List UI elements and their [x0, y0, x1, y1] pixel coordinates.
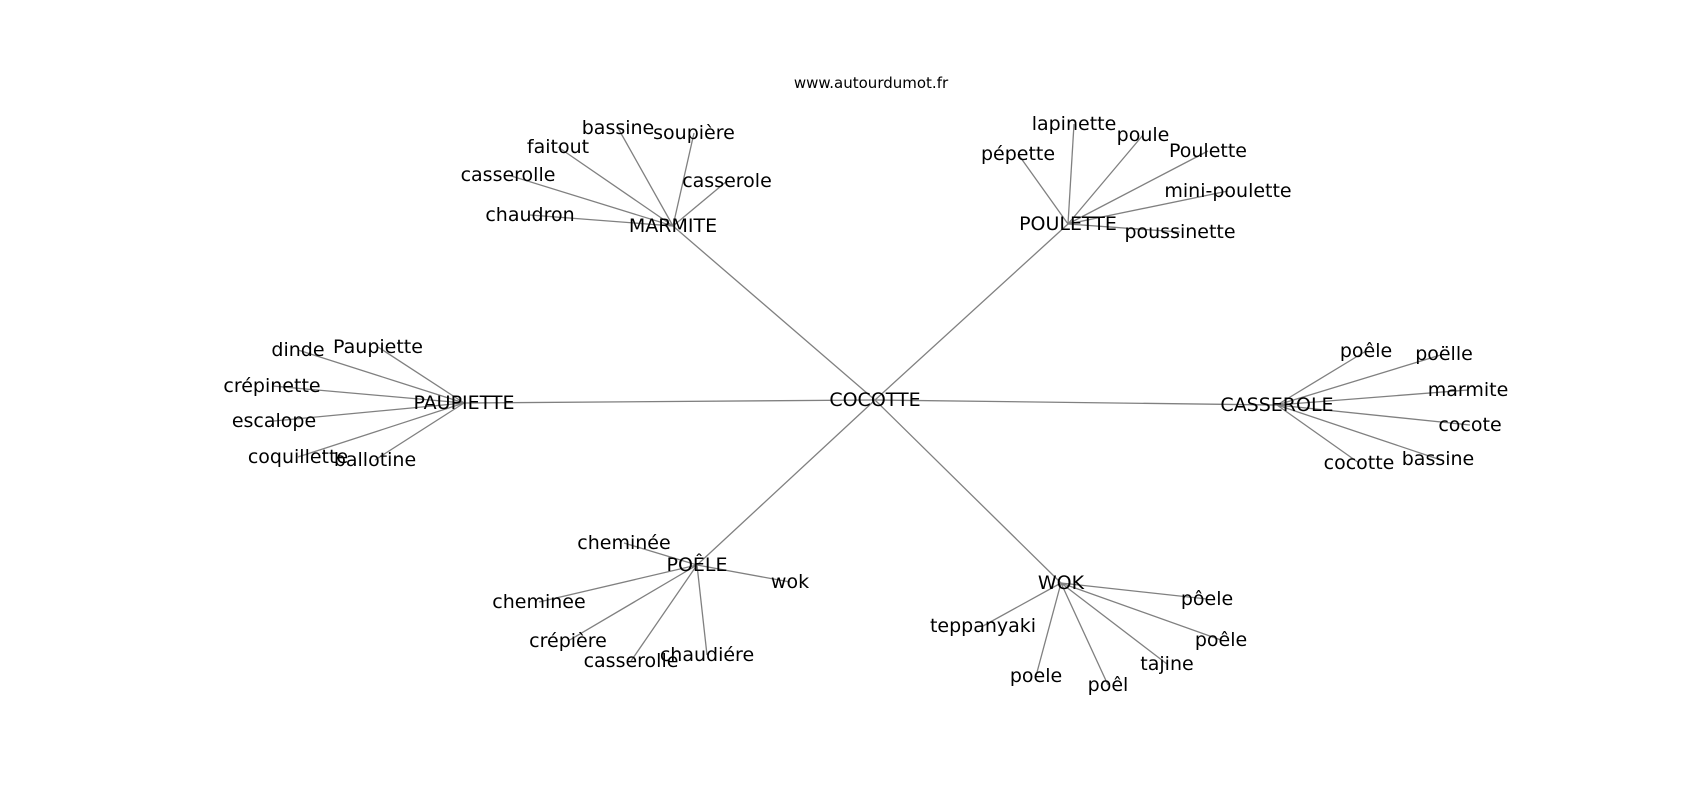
- edge-poele-leaf-3: [567, 564, 698, 642]
- edge-center-marmite: [672, 225, 876, 401]
- node-leaf-casserole-0[interactable]: poêle: [1340, 340, 1392, 362]
- node-leaf-marmite-0[interactable]: bassine: [582, 117, 655, 139]
- node-leaf-wok-1[interactable]: teppanyaki: [930, 615, 1036, 637]
- node-leaf-casserole-5[interactable]: cocotte: [1324, 452, 1395, 474]
- edge-paupiette-leaf-2: [271, 385, 465, 404]
- node-hub-paupiette[interactable]: PAUPIETTE: [413, 392, 514, 414]
- node-leaf-poele-3[interactable]: crépière: [529, 630, 607, 652]
- node-leaf-poele-5[interactable]: chaudiére: [660, 644, 754, 666]
- node-hub-wok[interactable]: WOK: [1038, 572, 1085, 594]
- edge-marmite-leaf-2: [557, 146, 674, 227]
- node-leaf-poele-1[interactable]: wok: [771, 571, 809, 593]
- node-hub-casserole[interactable]: CASSEROLE: [1220, 394, 1333, 416]
- edge-wok-leaf-0: [1060, 582, 1208, 600]
- edge-center-poele: [696, 399, 876, 566]
- edge-poele-leaf-5: [696, 564, 708, 656]
- node-leaf-casserole-2[interactable]: marmite: [1428, 379, 1509, 401]
- node-leaf-marmite-4[interactable]: casserole: [682, 170, 772, 192]
- node-leaf-marmite-3[interactable]: casserolle: [461, 164, 556, 186]
- edge-poulette-leaf-1: [1067, 134, 1144, 225]
- edge-marmite-leaf-0: [617, 127, 674, 227]
- node-leaf-wok-3[interactable]: tajine: [1140, 653, 1193, 675]
- node-leaf-casserole-1[interactable]: poëlle: [1415, 343, 1473, 365]
- edge-poele-leaf-2: [538, 564, 698, 603]
- edge-paupiette-leaf-0: [297, 349, 465, 404]
- node-leaf-poele-0[interactable]: cheminée: [577, 532, 670, 554]
- node-leaf-paupiette-4[interactable]: coquillette: [248, 446, 348, 468]
- edge-marmite-leaf-1: [672, 132, 695, 227]
- site-watermark: www.autourdumot.fr: [794, 74, 949, 92]
- node-leaf-poulette-2[interactable]: pépette: [981, 143, 1055, 165]
- node-leaf-wok-5[interactable]: poêl: [1088, 674, 1129, 696]
- node-hub-marmite[interactable]: MARMITE: [629, 215, 717, 237]
- edge-marmite-leaf-5: [529, 214, 674, 227]
- node-leaf-wok-0[interactable]: pôele: [1181, 588, 1233, 610]
- edge-paupiette-leaf-1: [377, 346, 465, 404]
- node-leaf-poele-2[interactable]: cheminee: [492, 591, 585, 613]
- node-leaf-poulette-0[interactable]: lapinette: [1032, 113, 1117, 135]
- edge-wok-leaf-3: [1060, 582, 1168, 665]
- node-leaf-poele-4[interactable]: casserolle: [584, 650, 679, 672]
- edge-casserole-leaf-0: [1276, 350, 1367, 406]
- edge-wok-leaf-2: [1060, 582, 1222, 641]
- node-leaf-paupiette-5[interactable]: ballotine: [334, 449, 416, 471]
- edge-poulette-leaf-0: [1067, 123, 1075, 225]
- edge-wok-leaf-4: [1035, 582, 1062, 677]
- edge-center-wok: [874, 399, 1062, 584]
- edge-poele-leaf-4: [630, 564, 698, 662]
- edge-casserole-leaf-3: [1276, 404, 1471, 426]
- edge-marmite-leaf-4: [672, 180, 728, 227]
- edge-paupiette-leaf-4: [297, 402, 465, 458]
- node-hub-poele[interactable]: POÊLE: [666, 553, 727, 576]
- node-leaf-paupiette-1[interactable]: Paupiette: [333, 336, 423, 358]
- edge-wok-leaf-5: [1060, 582, 1109, 686]
- edge-wok-leaf-1: [982, 582, 1062, 627]
- edge-casserole-leaf-1: [1276, 353, 1445, 406]
- edge-center-paupiette: [463, 399, 876, 404]
- graph-edges: [271, 123, 1471, 686]
- node-leaf-wok-4[interactable]: poele: [1010, 665, 1062, 687]
- edge-paupiette-leaf-5: [374, 402, 465, 461]
- node-leaf-wok-2[interactable]: poêle: [1195, 629, 1247, 651]
- edge-poulette-leaf-3: [1067, 150, 1209, 225]
- node-leaf-paupiette-0[interactable]: dinde: [271, 339, 324, 361]
- edge-casserole-leaf-2: [1276, 389, 1469, 406]
- node-leaf-paupiette-3[interactable]: escalope: [232, 410, 316, 432]
- edge-paupiette-leaf-3: [273, 402, 465, 422]
- edge-center-casserole: [874, 399, 1278, 406]
- edge-poulette-leaf-4: [1067, 190, 1229, 225]
- graph-labels: COCOTTEMARMITEbassinesoupièrefaitoutcass…: [223, 113, 1508, 696]
- edge-poulette-leaf-5: [1067, 223, 1181, 233]
- node-leaf-marmite-2[interactable]: faitout: [527, 136, 589, 158]
- node-leaf-paupiette-2[interactable]: crépinette: [223, 375, 320, 397]
- node-leaf-marmite-1[interactable]: soupière: [653, 122, 735, 144]
- edge-poele-leaf-0: [623, 542, 698, 566]
- edge-casserole-leaf-4: [1276, 404, 1439, 460]
- node-leaf-poulette-3[interactable]: Poulette: [1169, 140, 1247, 162]
- node-leaf-poulette-1[interactable]: poule: [1117, 124, 1170, 146]
- node-hub-poulette[interactable]: POULETTE: [1019, 213, 1117, 235]
- edge-poele-leaf-1: [696, 564, 791, 583]
- node-center[interactable]: COCOTTE: [829, 389, 920, 411]
- node-leaf-marmite-5[interactable]: chaudron: [485, 204, 574, 226]
- node-leaf-poulette-4[interactable]: mini-poulette: [1164, 180, 1291, 202]
- edge-marmite-leaf-3: [507, 174, 674, 227]
- edge-center-poulette: [874, 223, 1069, 401]
- edge-poulette-leaf-2: [1017, 153, 1069, 225]
- node-leaf-casserole-4[interactable]: bassine: [1402, 448, 1475, 470]
- node-leaf-poulette-5[interactable]: poussinette: [1124, 221, 1235, 243]
- edge-casserole-leaf-5: [1276, 404, 1360, 464]
- node-leaf-casserole-3[interactable]: cocote: [1438, 414, 1501, 436]
